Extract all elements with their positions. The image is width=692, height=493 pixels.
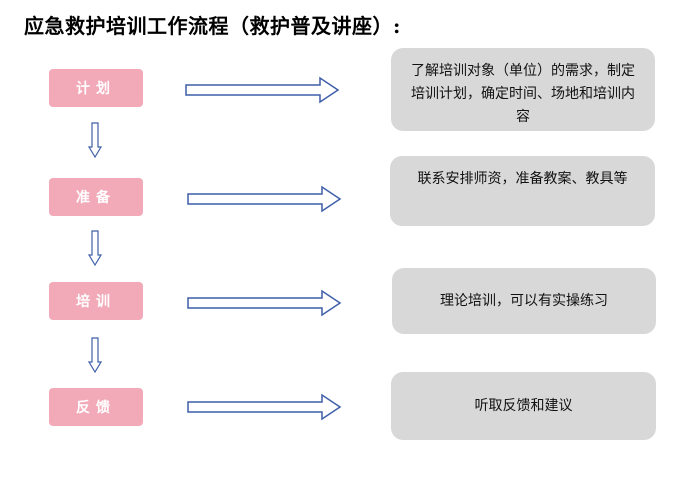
step-box-feedback: 反馈 <box>49 388 143 426</box>
right-arrow-icon <box>187 185 342 213</box>
desc-box-feedback: 听取反馈和建议 <box>391 372 656 440</box>
down-arrow-icon <box>88 122 102 159</box>
step-box-prepare: 准备 <box>49 178 143 216</box>
desc-box-plan: 了解培训对象（单位）的需求，制定培训计划，确定时间、场地和培训内容 <box>391 48 655 131</box>
right-arrow-icon <box>187 393 342 421</box>
page-title: 应急救护培训工作流程（救护普及讲座）: <box>24 14 401 38</box>
down-arrow-icon <box>88 337 102 374</box>
right-arrow-icon <box>187 289 342 317</box>
step-box-plan: 计划 <box>49 69 143 107</box>
desc-box-prepare: 联系安排师资，准备教案、教具等 <box>390 156 655 226</box>
step-box-training: 培训 <box>49 282 143 320</box>
desc-box-training: 理论培训，可以有实操练习 <box>392 268 656 334</box>
right-arrow-icon <box>185 76 340 104</box>
down-arrow-icon <box>88 230 102 267</box>
